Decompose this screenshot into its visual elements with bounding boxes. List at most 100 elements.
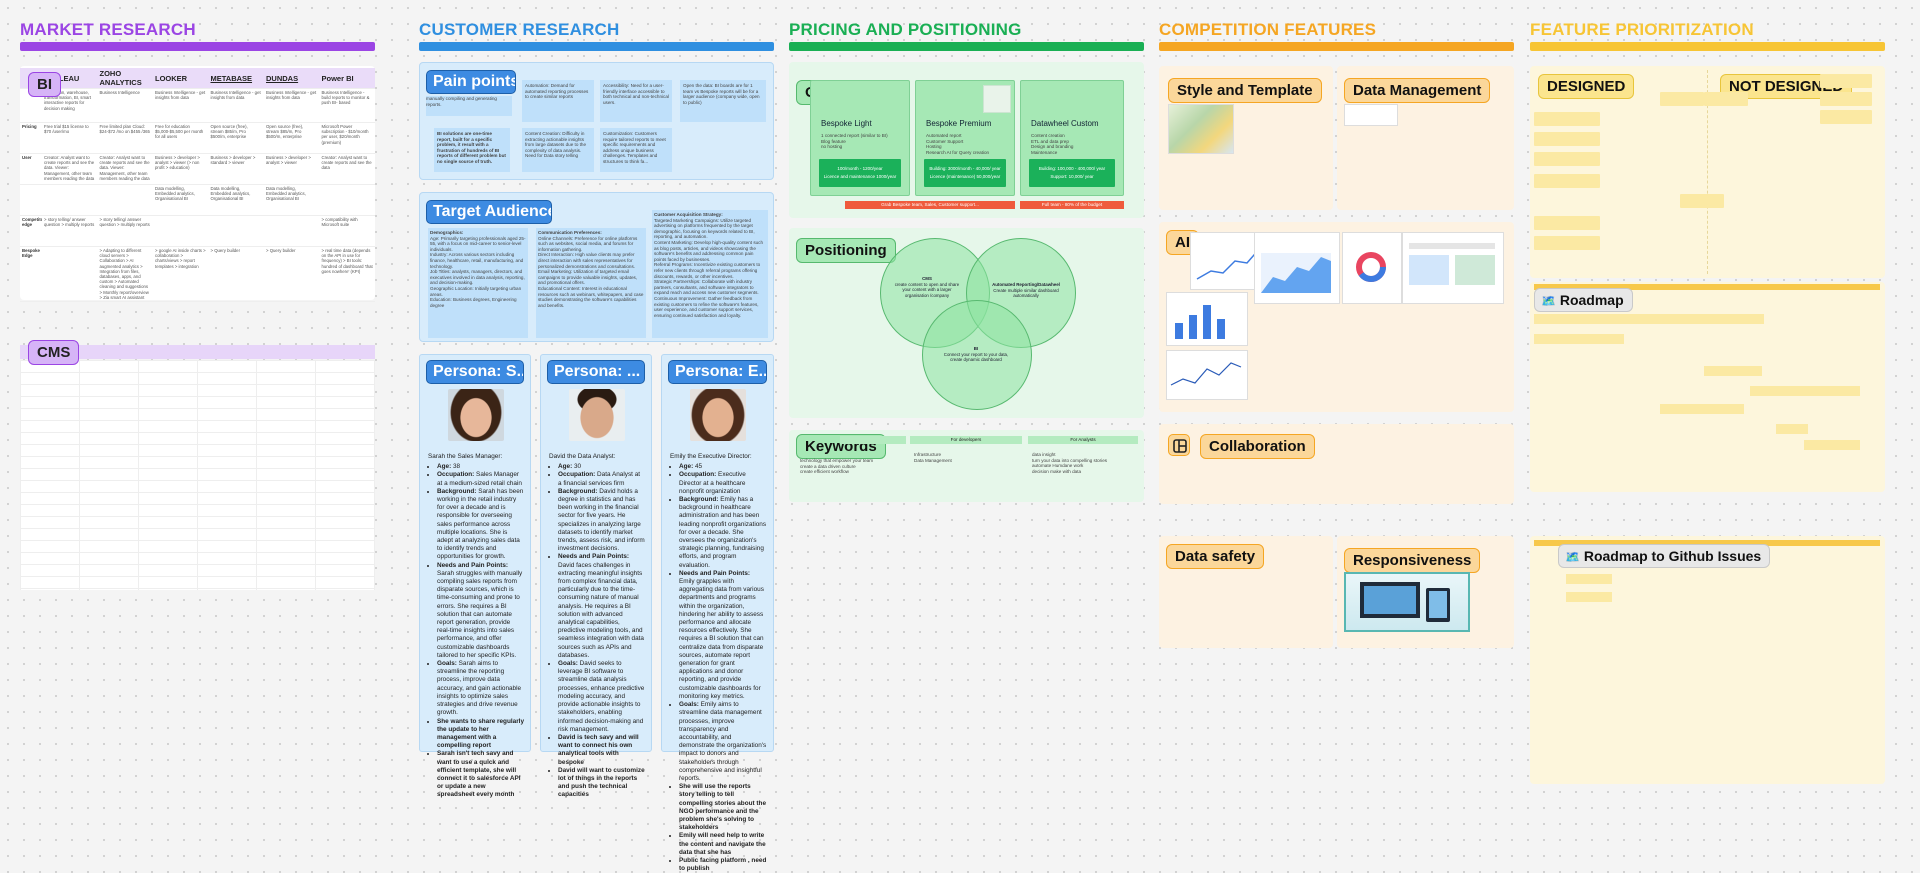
persona-field-label: Needs and Pain Points: — [558, 553, 630, 561]
persona-title[interactable]: Persona: S... — [426, 360, 524, 384]
offer-bullet: Automated report — [926, 133, 962, 138]
persona-photo-david — [569, 389, 625, 441]
audience-item: Educational Content: Interest in educati… — [538, 285, 644, 308]
table-cell: Microsoft Power subscription - $10/month… — [319, 122, 375, 154]
table-cell: Data modelling, Embedded analytics, Orga… — [153, 184, 209, 216]
designed-tag[interactable]: DESIGNED — [1538, 74, 1635, 99]
keywords-list: Infrastructure Data Management — [914, 452, 1018, 463]
target-audience-tag[interactable]: Target Audience — [426, 200, 552, 224]
persona-card-emily[interactable]: Persona: E... Emily the Executive Direct… — [661, 354, 774, 872]
roadmap-item[interactable] — [1704, 366, 1762, 376]
sticky-note[interactable] — [1704, 92, 1748, 106]
offer-card-custom[interactable]: Datawheel Custom Content creation ETL an… — [1020, 80, 1124, 196]
pain-note: Automation: Demand for automated reporti… — [522, 80, 594, 122]
roadmap-item[interactable] — [1804, 440, 1860, 450]
roadmap-item[interactable] — [1750, 386, 1860, 396]
persona-title[interactable]: Persona: ... — [547, 360, 645, 384]
offer-bullets: Automated report Customer Support Hostin… — [926, 133, 1010, 155]
table-cell: Business Intelligence - get insights fro… — [208, 88, 264, 123]
devices-icon — [1360, 582, 1450, 622]
persona-body: Emily the Executive Director: Age: 45 Oc… — [670, 453, 767, 873]
sticky-note[interactable] — [1534, 132, 1600, 146]
sticky-note[interactable] — [1534, 152, 1600, 166]
persona-intro: Sarah the Sales Manager: — [428, 453, 503, 460]
offer-bullet: no hosting — [821, 144, 843, 150]
persona-card-sarah[interactable]: Persona: S... Sarah the Sales Manager: A… — [419, 354, 531, 798]
roadmap-github-item[interactable] — [1566, 592, 1612, 602]
section-bar-pricing — [789, 42, 1144, 51]
roadmap-item[interactable] — [1534, 314, 1764, 324]
offer-card-light[interactable]: Bespoke Light 1 connected report (simila… — [810, 80, 910, 196]
table-cell: > compatibility with Microsoft suite — [319, 215, 375, 247]
table-cell: Business > developer > analyst > viewer … — [153, 153, 209, 185]
collaboration-tag[interactable]: Collaboration — [1200, 434, 1315, 459]
persona-title[interactable]: Persona: E... — [668, 360, 767, 384]
table-cell — [42, 246, 98, 303]
table-row: Integration, warehouse, transformation, … — [20, 88, 375, 123]
persona-field-label: Goals: — [437, 660, 457, 668]
offer-mini-note — [983, 85, 1011, 113]
sticky-note[interactable] — [1820, 92, 1872, 106]
table-row: Competitor edge > story telling/ answer … — [20, 215, 375, 247]
venn-text: Connect your report to your data, create… — [943, 351, 1009, 363]
roadmap-item[interactable] — [1776, 424, 1808, 434]
keyword-item: Infrastructure — [914, 452, 942, 457]
audience-col-head: Customer Acquisition Strategy: — [654, 212, 723, 217]
persona-field-value: 45 — [693, 463, 703, 471]
sticky-note[interactable] — [1534, 216, 1600, 230]
sticky-note[interactable] — [1660, 92, 1704, 106]
pain-note: BI solutions are one-time report, built … — [434, 128, 510, 172]
persona-field-label: She wants to share regularly the update … — [437, 717, 525, 750]
sticky-note[interactable] — [1680, 194, 1724, 208]
keywords-col-head: For developers — [910, 436, 1022, 444]
table-cell: > real time data (depends on the API in … — [319, 246, 375, 303]
audience-item: Strategic Partnerships: Collaborate with… — [654, 279, 759, 296]
venn-text: create content to open and share your co… — [894, 281, 960, 298]
cms-table-grid[interactable] — [20, 360, 375, 590]
responsiveness-tag[interactable]: Responsiveness — [1344, 548, 1481, 573]
roadmap-github-tag[interactable]: 🗺️ Roadmap to Github Issues — [1558, 544, 1771, 568]
persona-field-label: Background: — [437, 487, 477, 495]
table-row-label — [20, 88, 42, 123]
donut-chart-icon — [1356, 252, 1386, 282]
audience-col-communication: Communication Preferences: Online Channe… — [536, 228, 646, 338]
sticky-note[interactable] — [1534, 174, 1600, 188]
cms-tag[interactable]: CMS — [28, 340, 80, 365]
audience-item: Job Titles: analysts, managers, director… — [430, 269, 525, 286]
roadmap-github-item[interactable] — [1566, 574, 1612, 584]
sticky-note[interactable] — [1820, 74, 1872, 88]
style-template-tag[interactable]: Style and Template — [1168, 78, 1322, 103]
table-row-label — [20, 184, 42, 216]
bi-tag[interactable]: BI — [28, 72, 61, 97]
roadmap-item[interactable] — [1660, 404, 1744, 414]
persona-body: Sarah the Sales Manager: Age: 38 Occupat… — [428, 453, 524, 800]
pain-note: manually compiling and generating report… — [426, 96, 512, 116]
audience-item: Geographic Location: Initially targeting… — [430, 285, 522, 297]
audience-item: Education: Business degrees, Engineering… — [430, 297, 517, 308]
sticky-note[interactable] — [1534, 112, 1600, 126]
collaboration-icon — [1168, 434, 1190, 456]
pain-points-tag[interactable]: Pain points — [426, 70, 516, 94]
sticky-note[interactable] — [1534, 236, 1600, 250]
persona-card-david[interactable]: Persona: ... David the Data Analyst: Age… — [540, 354, 652, 798]
persona-field-label: Needs and Pain Points: — [437, 561, 509, 569]
positioning-tag[interactable]: Positioning — [796, 238, 896, 263]
table-header-row: TABLEAU ZOHO ANALYTICS LOOKER METABASE D… — [20, 68, 375, 89]
ai-screenshot-line — [1166, 350, 1248, 400]
data-safety-tag[interactable]: Data safety — [1166, 544, 1265, 569]
map-icon: 🗺️ — [1541, 294, 1556, 308]
data-management-tag[interactable]: Data Management — [1344, 78, 1491, 103]
table-row: Bespoke Edge > Adapting to different clo… — [20, 246, 375, 303]
persona-field-value: Sarah struggles with manually compiling … — [437, 569, 523, 659]
sticky-note[interactable] — [1820, 110, 1872, 124]
roadmap-item[interactable] — [1534, 334, 1624, 344]
table-row: Pricing Free trial $15 license to $70 /u… — [20, 122, 375, 154]
audience-item: Industry: Across various sectors includi… — [430, 252, 524, 269]
table-row-label: User — [20, 153, 42, 185]
persona-intro: David the Data Analyst: — [549, 453, 616, 460]
keyword-item: automate Humdane work — [1032, 463, 1084, 469]
offer-price: 100/month - 1200/year Licence and mainte… — [819, 159, 901, 187]
roadmap-tag[interactable]: 🗺️ Roadmap — [1534, 288, 1633, 312]
